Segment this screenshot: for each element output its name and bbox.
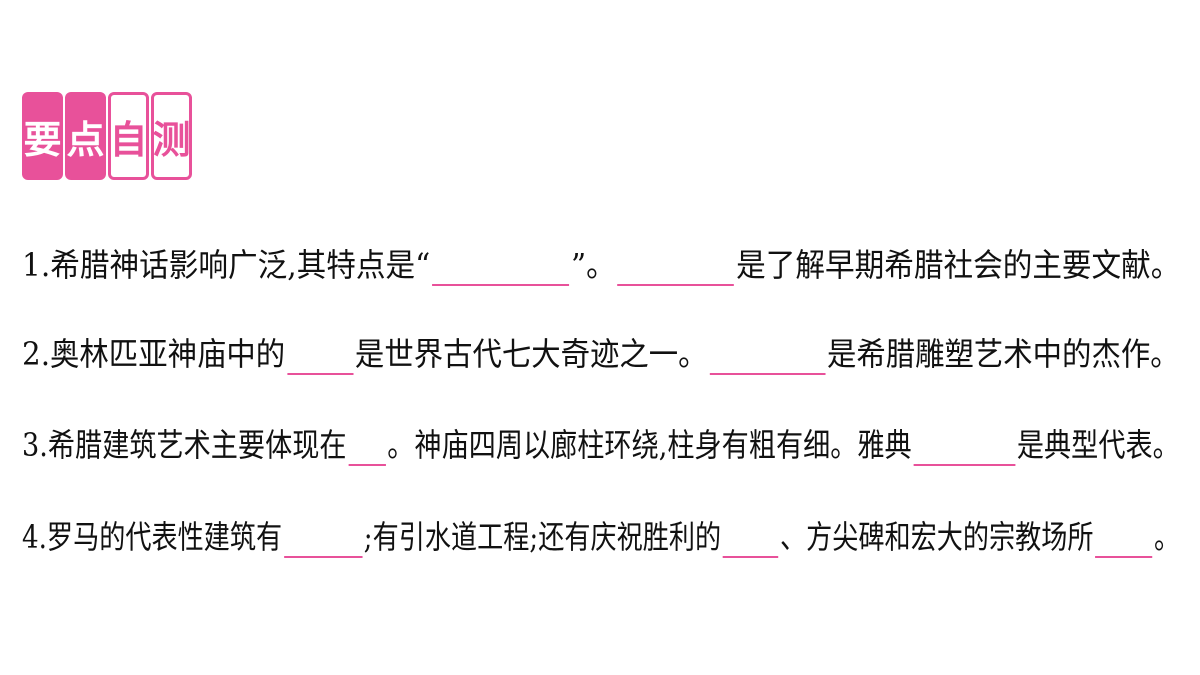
title-char: 测 bbox=[151, 92, 192, 180]
question-text: 。神庙四周以廊柱环绕,柱身有粗有细。雅典 bbox=[387, 426, 912, 464]
question-text: ;有引水道工程;还有庆祝胜利的 bbox=[363, 518, 722, 556]
question-3: 3.希腊建筑艺术主要体现在 。神庙四周以廊柱环绕,柱身有粗有细。雅典 是典型代表… bbox=[22, 420, 1180, 466]
question-text: 是了解早期希腊社会的主要文献。 bbox=[736, 246, 1181, 284]
answer-blank[interactable] bbox=[286, 343, 354, 375]
title-char: 点 bbox=[65, 92, 106, 180]
title-char: 要 bbox=[22, 92, 63, 180]
section-title: 要 点 自 测 bbox=[22, 92, 192, 180]
question-text: 是典型代表。 bbox=[1016, 426, 1180, 464]
answer-blank[interactable] bbox=[913, 434, 1016, 466]
question-text: 4.罗马的代表性建筑有 bbox=[22, 518, 283, 556]
question-text: 3.希腊建筑艺术主要体现在 bbox=[22, 426, 347, 464]
question-2: 2.奥林匹亚神庙中的 是世界古代七大奇迹之一。 是希腊雕塑艺术中的杰作。 bbox=[22, 329, 1180, 375]
question-text: 。 bbox=[1153, 518, 1181, 556]
answer-blank[interactable] bbox=[617, 254, 735, 286]
question-text: 2.奥林匹亚神庙中的 bbox=[22, 335, 286, 373]
question-text: 、方尖碑和宏大的宗教场所 bbox=[779, 518, 1094, 556]
answer-blank[interactable] bbox=[722, 526, 779, 558]
question-text: ”。 bbox=[570, 246, 616, 284]
question-4: 4.罗马的代表性建筑有 ;有引水道工程;还有庆祝胜利的 、方尖碑和宏大的宗教场所… bbox=[22, 512, 1180, 558]
answer-blank[interactable] bbox=[348, 434, 386, 466]
answer-blank[interactable] bbox=[432, 254, 570, 286]
answer-blank[interactable] bbox=[709, 343, 826, 375]
question-text: 是世界古代七大奇迹之一。 bbox=[354, 335, 708, 373]
answer-blank[interactable] bbox=[283, 526, 363, 558]
question-text: 1.希腊神话影响广泛,其特点是“ bbox=[22, 246, 431, 284]
question-1: 1.希腊神话影响广泛,其特点是“ ”。 是了解早期希腊社会的主要文献。 bbox=[22, 240, 1180, 286]
title-char: 自 bbox=[108, 92, 149, 180]
answer-blank[interactable] bbox=[1095, 526, 1153, 558]
question-text: 是希腊雕塑艺术中的杰作。 bbox=[826, 335, 1180, 373]
